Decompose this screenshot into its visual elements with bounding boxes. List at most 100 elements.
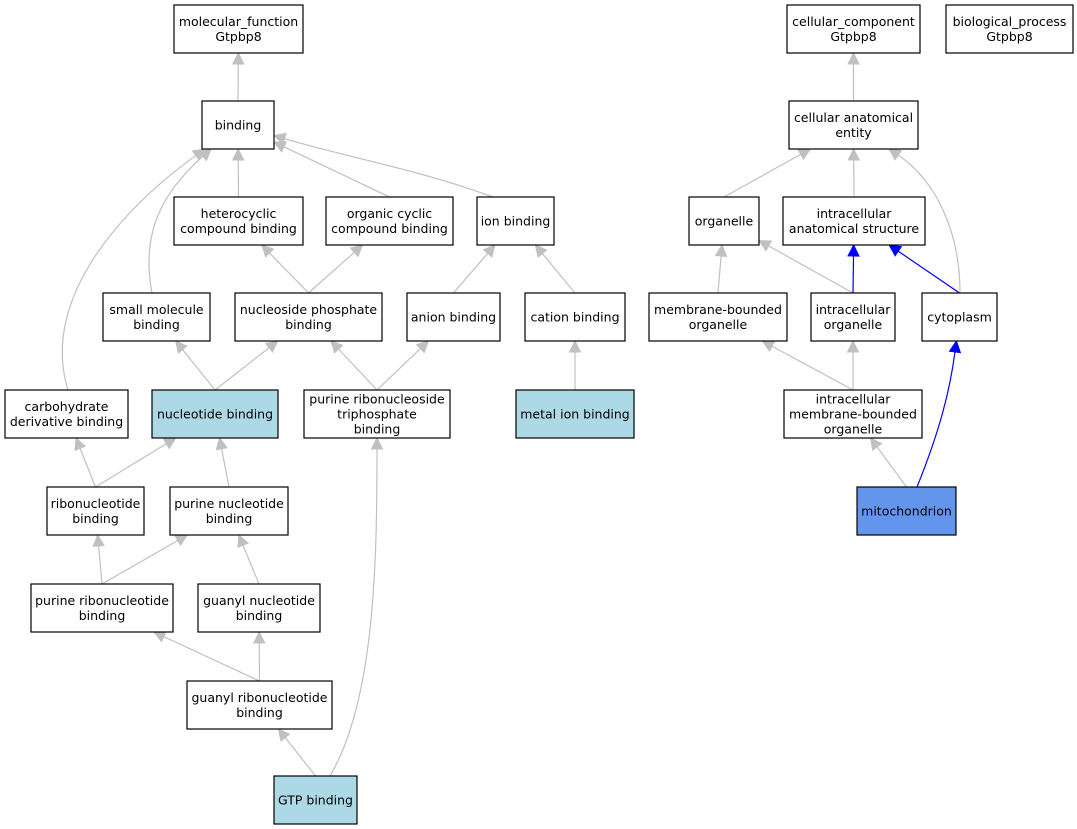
node-label: binding xyxy=(72,511,119,526)
edge-cyto-to-ias xyxy=(897,250,960,294)
arrowhead xyxy=(277,728,291,742)
node-label: binding xyxy=(236,705,283,720)
node-box xyxy=(782,196,926,246)
node-organelle[interactable]: organelle xyxy=(688,196,760,246)
node-label: cellular_component xyxy=(792,14,915,29)
node-box xyxy=(273,775,358,825)
node-label: cytoplasm xyxy=(927,310,992,325)
node-label: binding xyxy=(206,511,253,526)
node-label: binding xyxy=(215,118,262,133)
edge-organic-to-binding xyxy=(283,146,390,198)
node-box xyxy=(476,196,555,246)
node-box xyxy=(169,486,289,536)
edge-nucleotide-to-smallmol xyxy=(182,349,216,391)
arrowhead xyxy=(948,339,962,354)
arrowhead xyxy=(758,239,773,252)
node-metal[interactable]: metal ion binding xyxy=(515,389,635,439)
node-label: GTP binding xyxy=(278,793,353,808)
arrowhead xyxy=(568,339,582,353)
node-label: organelle xyxy=(824,317,883,332)
node-mito[interactable]: mitochondrion xyxy=(856,486,957,536)
arrowhead xyxy=(482,244,496,258)
node-label: guanyl ribonucleotide xyxy=(191,690,327,705)
node-label: mitochondrion xyxy=(861,504,952,519)
arrowhead xyxy=(534,244,548,258)
node-label: nucleotide binding xyxy=(157,407,273,422)
node-box xyxy=(201,100,275,150)
edge-imbo-to-mbo xyxy=(771,345,854,391)
node-binding[interactable]: binding xyxy=(201,100,275,150)
node-label: binding xyxy=(133,317,180,332)
edge-guanyl-to-purnuc xyxy=(242,544,260,585)
node-label: purine ribonucleoside xyxy=(309,392,445,407)
edge-io-to-organelle xyxy=(768,245,854,294)
node-box xyxy=(173,196,304,246)
edge-guanylribo-to-purribo xyxy=(163,636,260,682)
node-label: Gtpbp8 xyxy=(986,29,1032,44)
arrowhead xyxy=(74,436,87,452)
node-ion[interactable]: ion binding xyxy=(476,196,555,246)
node-label: binding xyxy=(79,608,126,623)
arrowhead xyxy=(191,148,206,161)
node-label: intracellular xyxy=(816,392,892,407)
node-label: heterocyclic xyxy=(201,206,277,221)
node-box xyxy=(173,4,304,54)
node-label: Gtpbp8 xyxy=(830,29,876,44)
node-box xyxy=(151,389,279,439)
node-label: metal ion binding xyxy=(520,407,630,422)
arrowhead xyxy=(869,437,883,452)
edge-purtri-to-anion xyxy=(376,348,421,391)
edge-purnuc-to-nucleotide xyxy=(221,448,230,488)
node-label: guanyl nucleotide xyxy=(203,593,315,608)
node-box xyxy=(783,389,923,439)
edge-ribo-to-carb xyxy=(79,448,97,488)
arrowhead xyxy=(847,147,861,161)
node-label: derivative binding xyxy=(10,414,123,429)
node-box xyxy=(945,4,1074,54)
arrowhead xyxy=(888,244,903,257)
node-label: cellular anatomical xyxy=(794,110,913,125)
edge-carb-to-binding xyxy=(61,154,197,391)
node-box xyxy=(788,100,919,150)
node-gtp[interactable]: GTP binding xyxy=(273,775,358,825)
node-label: binding xyxy=(354,422,401,437)
node-label: anatomical structure xyxy=(789,221,919,236)
node-cyto[interactable]: cytoplasm xyxy=(921,292,998,342)
arrowhead xyxy=(272,141,288,153)
arrowhead xyxy=(349,244,364,258)
node-label: ion binding xyxy=(481,214,551,229)
arrowhead xyxy=(714,243,728,257)
edge-purribo-to-ribo xyxy=(98,545,103,585)
node-label: carbohydrate xyxy=(25,399,109,414)
arrowhead xyxy=(162,437,177,450)
edge-nucleotide-to-nucphos xyxy=(214,347,270,391)
arrowhead xyxy=(237,533,250,549)
edge-purtri-to-nucphos xyxy=(338,348,378,391)
node-cation[interactable]: cation binding xyxy=(524,292,626,342)
node-box xyxy=(186,680,333,730)
node-label: compound binding xyxy=(331,221,448,236)
node-anion[interactable]: anion binding xyxy=(406,292,501,342)
node-nucleotide[interactable]: nucleotide binding xyxy=(151,389,279,439)
node-box xyxy=(524,292,626,342)
